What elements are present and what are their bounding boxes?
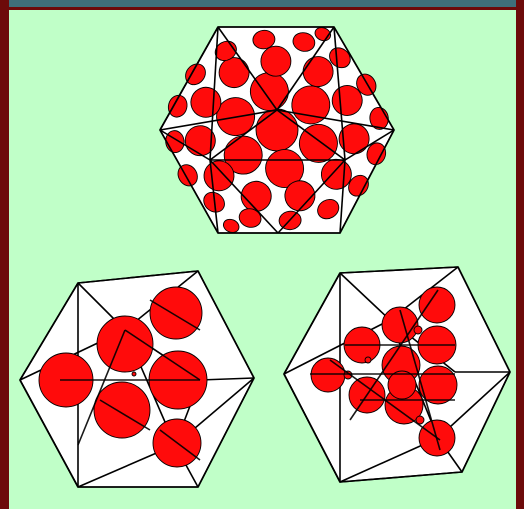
disc — [388, 371, 416, 399]
icosahedron-left — [20, 271, 254, 487]
disc — [261, 46, 292, 77]
disc — [150, 287, 202, 339]
disc — [311, 358, 345, 392]
disc — [256, 109, 298, 151]
disc — [132, 372, 136, 376]
icosahedron-top — [160, 25, 394, 235]
disc — [414, 326, 422, 334]
icosahedron-right — [284, 267, 510, 482]
disc — [365, 357, 371, 363]
disc — [94, 382, 150, 438]
